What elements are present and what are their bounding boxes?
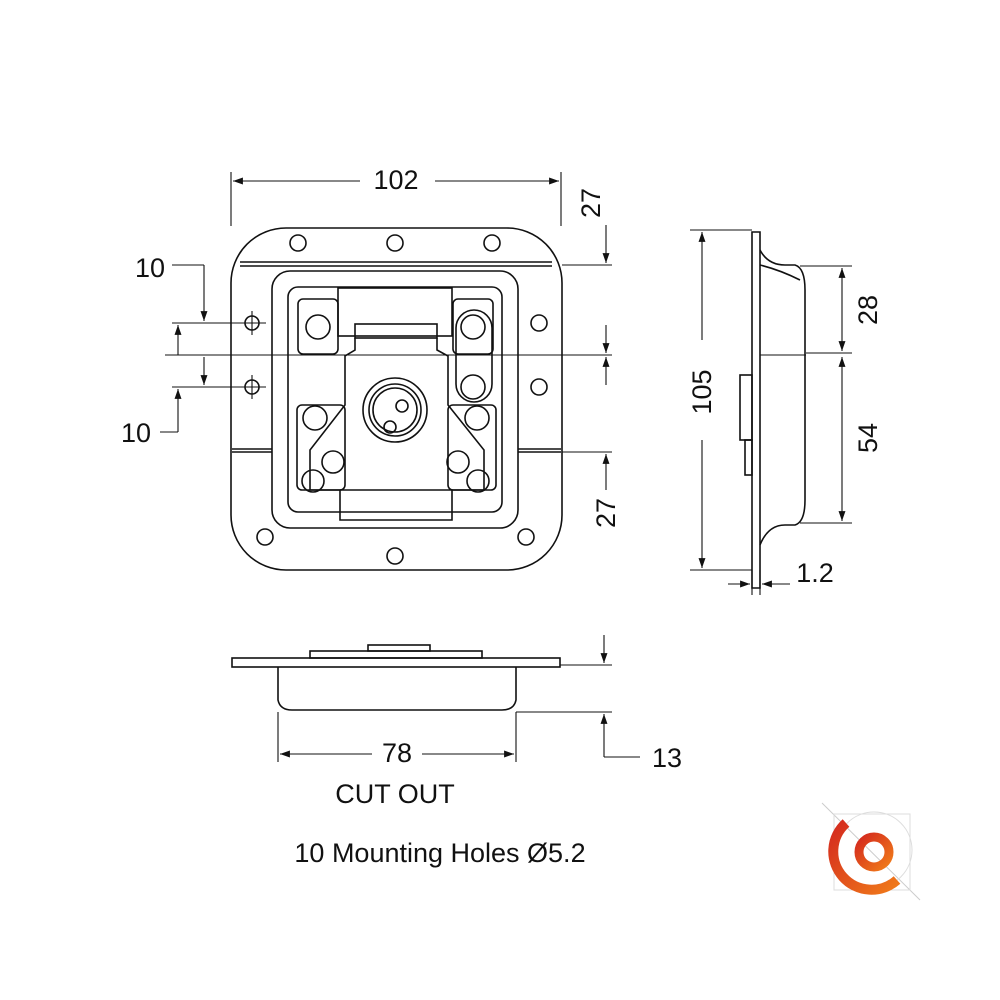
dim-thickness: 1.2	[796, 558, 834, 588]
bottom-view: 78 13	[231, 635, 682, 773]
dim-bottom-offset: 27	[591, 498, 621, 528]
dim-height-overall: 105	[687, 369, 717, 414]
mounting-holes	[240, 234, 548, 565]
dim-top-offset: 27	[576, 188, 606, 218]
front-view	[230, 227, 563, 571]
front-dimensions: 102 27 10 10 27	[121, 165, 621, 528]
dim-hole-spacing-bottom: 10	[121, 418, 151, 448]
dim-depth: 13	[652, 743, 682, 773]
dim-hole-spacing-top: 10	[135, 253, 165, 283]
side-view: 105 28 54 1.2	[687, 229, 883, 595]
dim-width-overall: 102	[373, 165, 418, 195]
caption-cutout: CUT OUT	[335, 779, 455, 809]
caption-mounting-holes: 10 Mounting Holes Ø5.2	[294, 838, 585, 868]
dim-side-lower: 54	[853, 423, 883, 453]
brand-logo	[821, 802, 921, 901]
dim-side-upper: 28	[853, 295, 883, 325]
dim-cutout-width: 78	[382, 738, 412, 768]
